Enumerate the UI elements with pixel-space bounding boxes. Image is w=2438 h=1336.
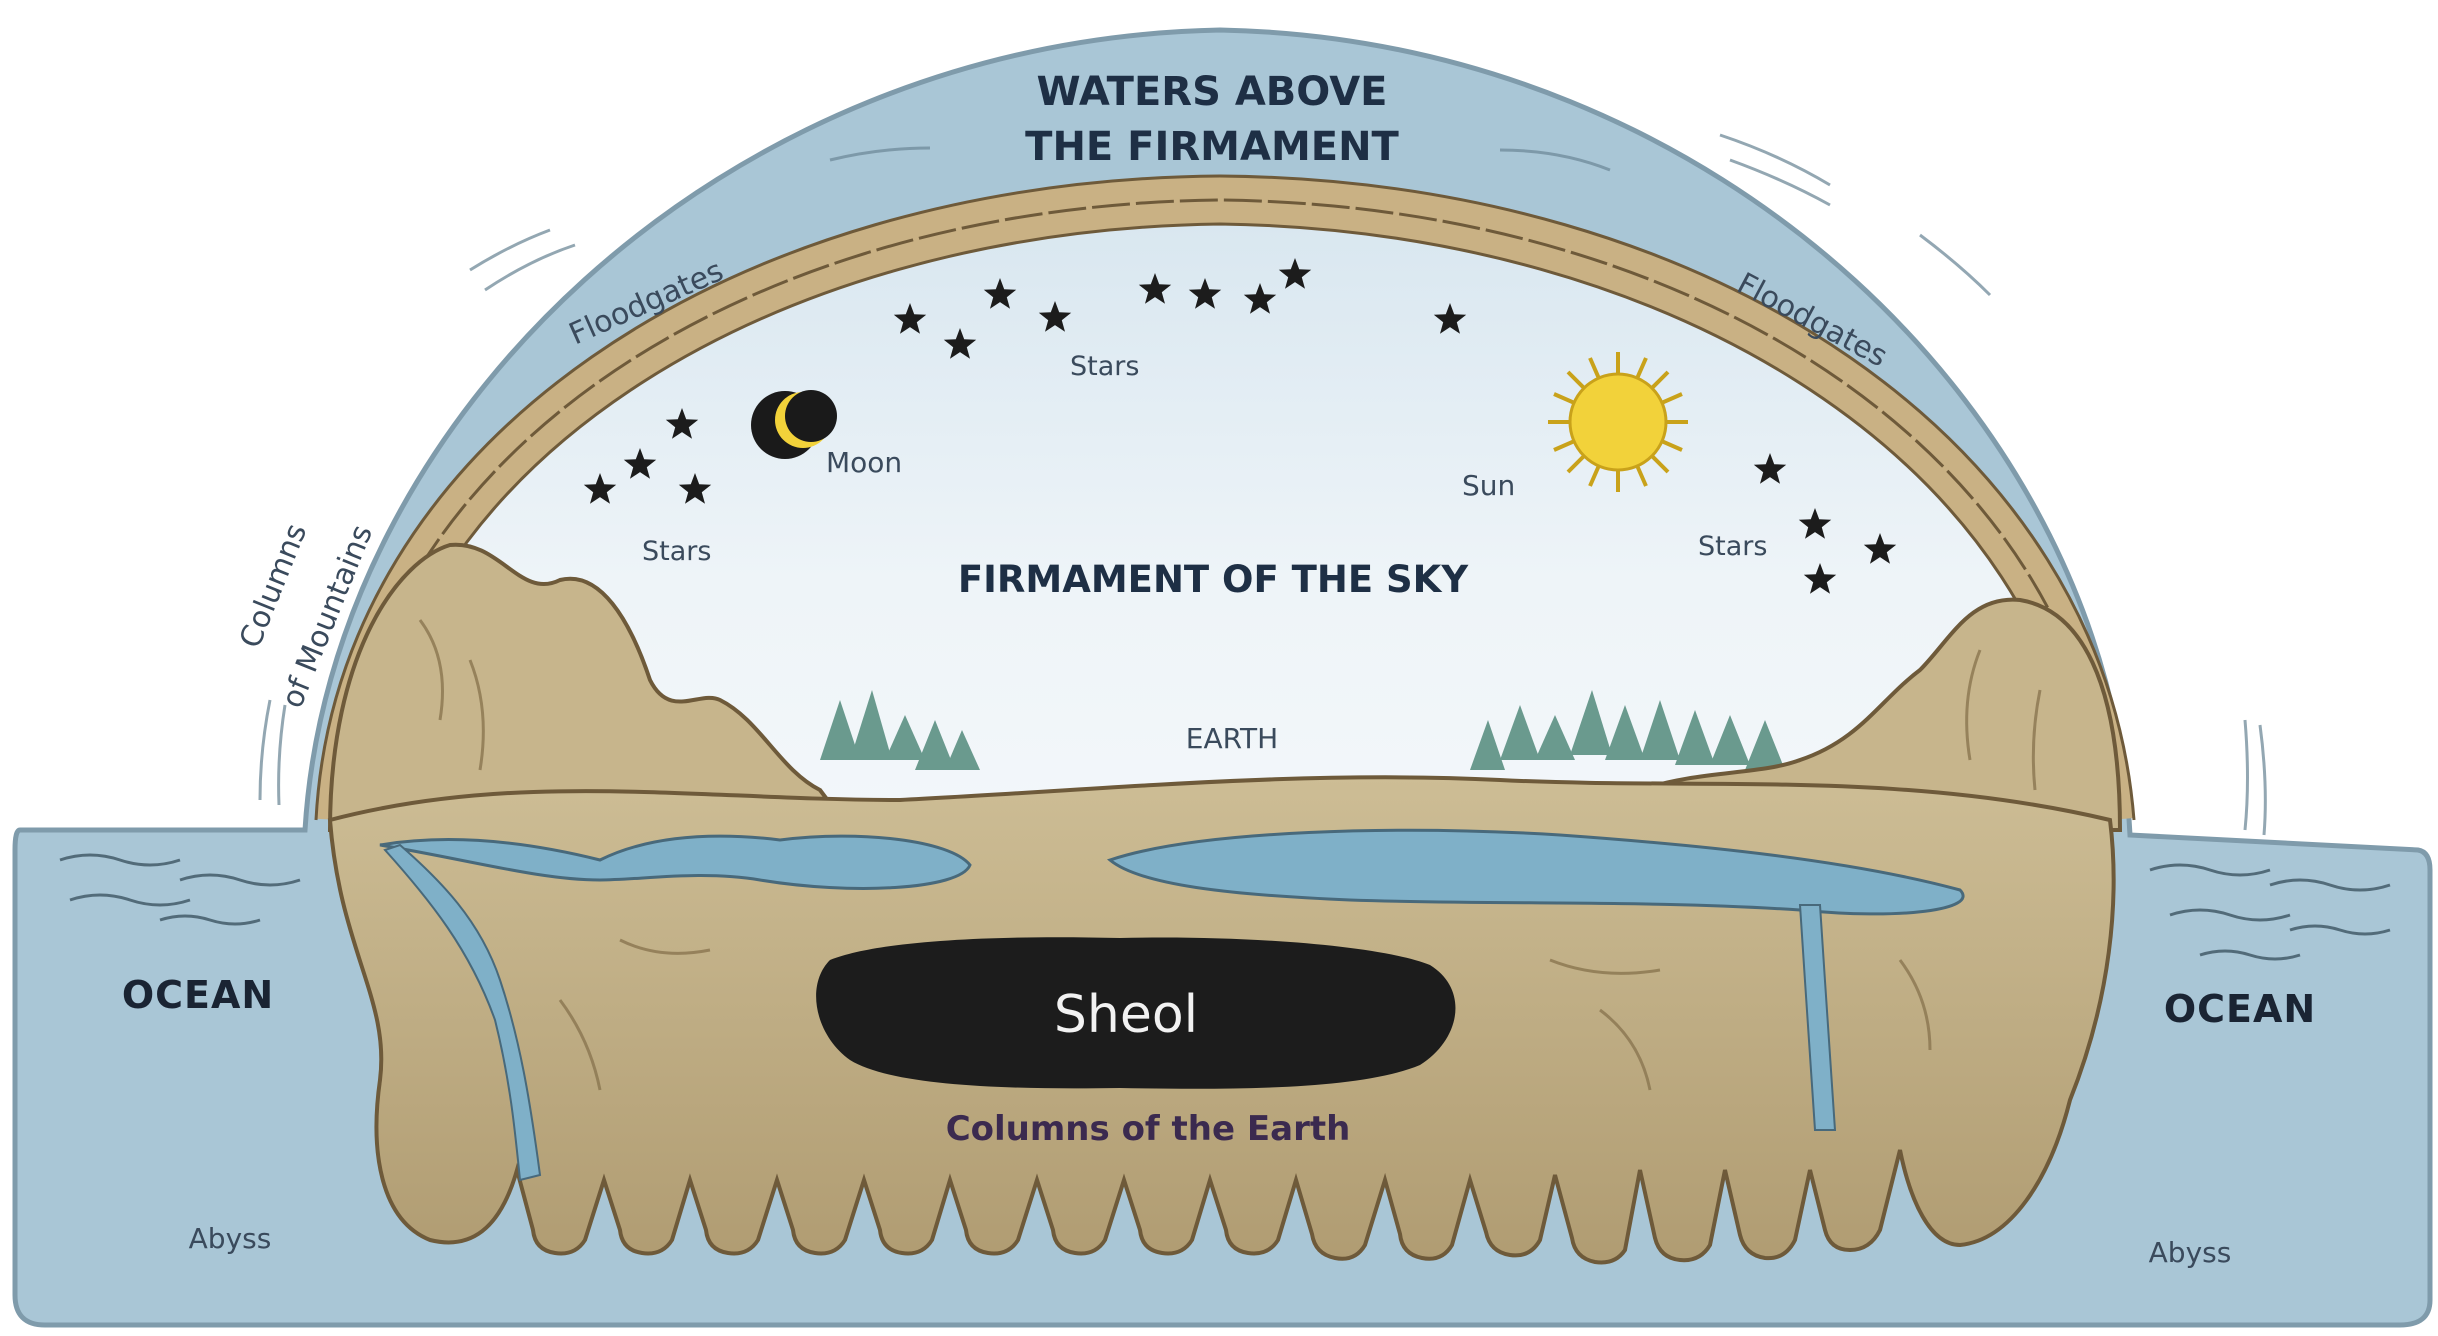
sheol-label: Sheol [1054,985,1198,1045]
columns-of-the-earth-label: Columns of the Earth [946,1109,1351,1149]
stars-left-label: Stars [642,536,711,567]
sun-icon [1548,352,1688,492]
waters-above-label-line2: THE FIRMAMENT [1025,124,1399,170]
ocean-right-label: OCEAN [2164,987,2316,1031]
earth-label: EARTH [1186,722,1278,755]
sun-label: Sun [1462,469,1515,502]
abyss-right-label: Abyss [2149,1236,2232,1269]
stars-top-label: Stars [1070,351,1139,382]
moon-label: Moon [826,446,902,479]
abyss-left-label: Abyss [189,1222,272,1255]
stars-right-label: Stars [1698,531,1767,562]
waters-above-label-line1: WATERS ABOVE [1037,69,1388,115]
ocean-left-label: OCEAN [122,973,274,1017]
firmament-of-the-sky-label: FIRMAMENT OF THE SKY [958,558,1469,601]
